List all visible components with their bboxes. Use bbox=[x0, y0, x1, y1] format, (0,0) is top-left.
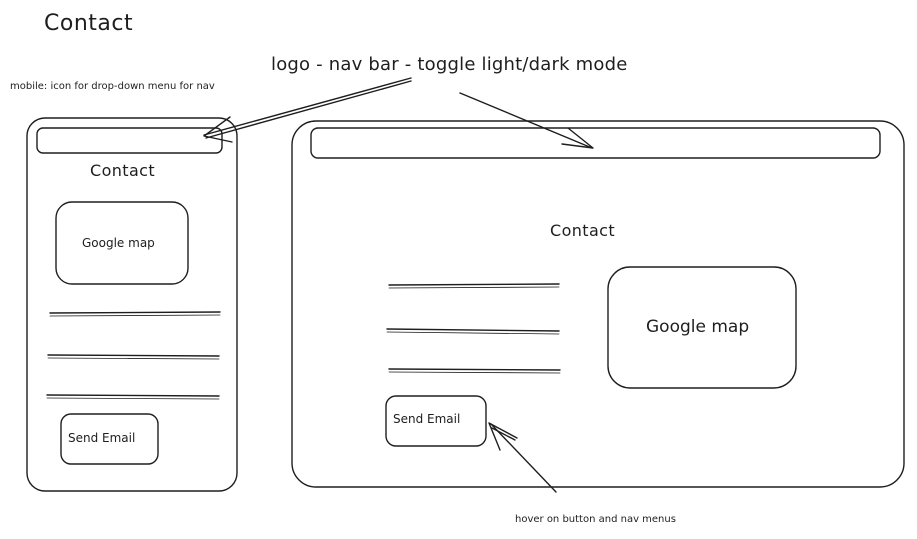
arrow-to-desktop-button-head bbox=[491, 427, 516, 441]
mobile-map-box bbox=[55, 201, 189, 285]
mobile-form-line bbox=[49, 314, 221, 317]
mobile-contact-heading: Contact bbox=[90, 161, 156, 180]
mobile-form-line bbox=[46, 397, 220, 400]
hover-annotation: hover on button and nav menus bbox=[515, 514, 676, 525]
mobile-nav-bar bbox=[36, 127, 223, 154]
mobile-form-line bbox=[47, 357, 220, 360]
desktop-send-email-button[interactable]: Send Email bbox=[393, 412, 461, 426]
arrow-to-desktop-nav-head bbox=[561, 127, 594, 149]
desktop-form-line bbox=[388, 371, 561, 374]
arrow-to-mobile-nav bbox=[205, 80, 412, 139]
desktop-form-line bbox=[386, 328, 560, 332]
mobile-send-email-button[interactable]: Send Email bbox=[68, 431, 136, 445]
desktop-form-line bbox=[386, 331, 560, 335]
arrow-to-mobile-nav-head bbox=[203, 116, 233, 143]
mobile-form-line bbox=[47, 354, 220, 357]
mobile-form-line bbox=[49, 311, 221, 314]
arrow-to-desktop-button-head bbox=[488, 422, 518, 451]
arrow-to-desktop-button bbox=[490, 423, 557, 493]
desktop-form-line bbox=[388, 368, 561, 371]
desktop-contact-heading: Contact bbox=[550, 221, 616, 240]
mobile-frame bbox=[26, 117, 238, 492]
desktop-form-line bbox=[388, 286, 560, 289]
desktop-nav-bar bbox=[310, 127, 881, 159]
desktop-frame bbox=[291, 120, 905, 488]
desktop-map-box bbox=[607, 266, 797, 389]
header-annotation: logo - nav bar - toggle light/dark mode bbox=[271, 54, 628, 75]
mobile-annotation: mobile: icon for drop-down menu for nav bbox=[10, 81, 215, 92]
mobile-form-line bbox=[46, 394, 220, 397]
arrow-to-desktop-nav bbox=[459, 92, 593, 149]
arrow-to-mobile-nav bbox=[203, 77, 412, 136]
desktop-form-line bbox=[388, 283, 560, 286]
desktop-send-button-outline bbox=[385, 395, 487, 447]
mobile-send-button-outline bbox=[60, 413, 159, 465]
mobile-map-label: Google map bbox=[82, 236, 155, 250]
page-title: Contact bbox=[44, 11, 134, 36]
desktop-map-label: Google map bbox=[646, 317, 750, 337]
